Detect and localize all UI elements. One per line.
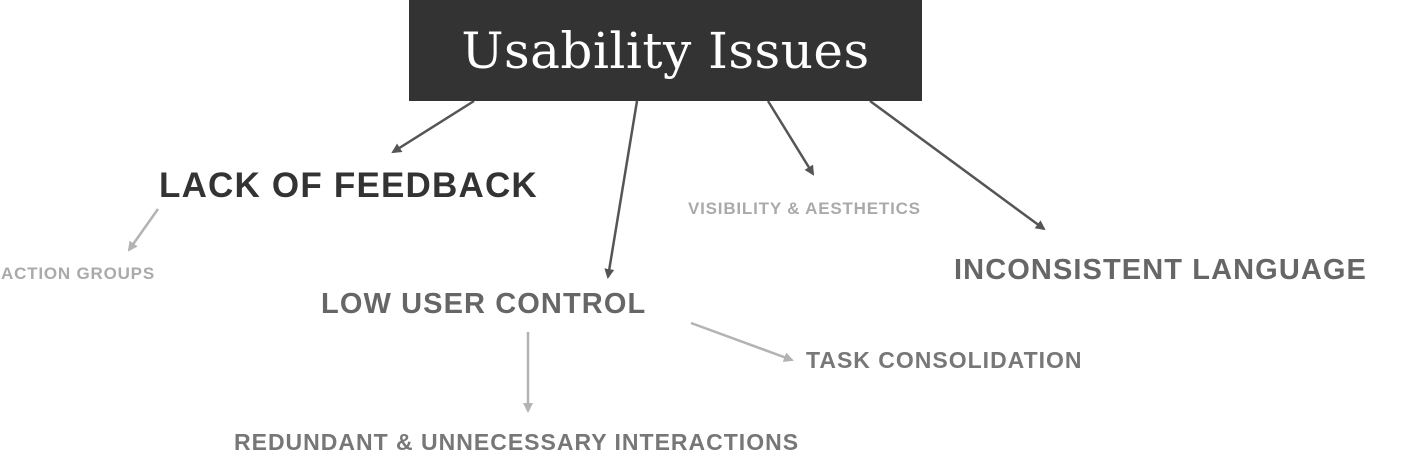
node-inconsistent-language: INCONSISTENT LANGUAGE xyxy=(954,254,1367,286)
node-visibility-aesthetics: VISIBILITY & AESTHETICS xyxy=(688,199,921,218)
diagram-title: Usability Issues xyxy=(461,21,870,80)
node-redundant-interactions: REDUNDANT & UNNECESSARY INTERACTIONS xyxy=(234,429,800,455)
title-box: Usability Issues xyxy=(409,0,922,101)
node-task-consolidation: TASK CONSOLIDATION xyxy=(806,347,1083,373)
arrow-feedback-to-action-groups xyxy=(127,208,160,252)
arrow-title-to-low-user-control xyxy=(604,100,639,279)
arrow-control-to-task-consolidation xyxy=(690,321,794,362)
arrow-title-to-lack-of-feedback xyxy=(391,99,475,154)
arrow-title-to-inconsistent-language xyxy=(869,99,1046,231)
arrow-title-to-visibility-aesthetics xyxy=(766,100,815,176)
node-low-user-control: LOW USER CONTROL xyxy=(321,288,647,320)
node-action-groups: ACTION GROUPS xyxy=(1,264,155,283)
node-lack-of-feedback: LACK OF FEEDBACK xyxy=(159,166,538,205)
